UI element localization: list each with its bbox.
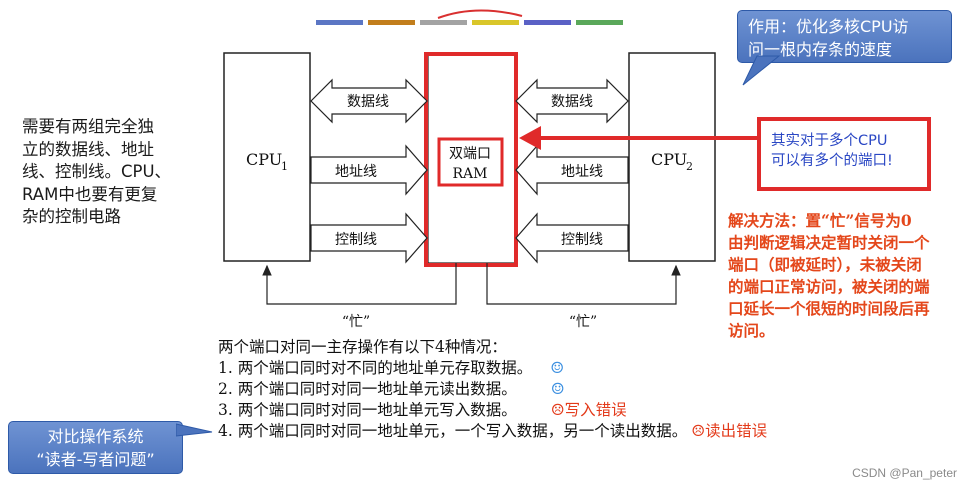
read-error-mark: ☹读出错误 [691,422,768,440]
cases-intro: 两个端口对同一主存操作有以下4种情况： [218,338,507,356]
solution-text: 解决方法：置“忙”信号为0 由判断逻辑决定暂时关闭一个 端口（即被延时），未被关… [728,210,973,342]
left-data-bus-label: 数据线 [347,94,389,110]
case-text: 4. 两个端口同时对同一地址单元，一个写入数据，另一个读出数据。 [218,422,688,440]
callout-compare-line2: “读者-写者问题” [36,450,155,469]
color-bar-segment [368,20,415,25]
solution-line: 由判断逻辑决定暂时关闭一个 [728,233,930,252]
busy-signal-left-label: “忙” [342,314,370,330]
left-note-line: 杂的控制电路 [22,207,121,226]
ram-highlight [424,52,518,267]
cpu2-subscript: 2 [686,160,693,173]
left-control-bus-label: 控制线 [335,232,377,248]
right-data-bus-arrow [515,78,629,124]
right-control-bus-arrow [515,212,629,264]
color-bar-segment [472,20,519,25]
cpu1-label: CPU [246,150,282,169]
watermark: CSDN @Pan_peter [852,466,957,480]
color-bar-segment [316,20,363,25]
cpu1-subscript: 1 [281,160,288,173]
smile-icon: ☺ [550,380,565,398]
solution-line: 端口（即被延时），未被关闭 [728,255,922,274]
cpu2-label: CPU [651,150,687,169]
left-address-bus-arrow [310,144,428,196]
red-pointer-head [519,126,541,150]
right-address-bus-label: 地址线 [561,164,603,180]
callout-compare-os: 对比操作系统 “读者-写者问题” [8,421,183,474]
multi-port-note: 其实对于多个CPU 可以有多个的端口! [757,117,931,191]
case-item: 4. 两个端口同时对同一地址单元，一个写入数据，另一个读出数据。☹读出错误 [218,421,767,442]
cpu1-box [223,52,311,262]
solution-line: 的端口正常访问，被关闭的端 [728,277,930,296]
right-address-bus-arrow [515,144,629,196]
left-note-line: 立的数据线、地址 [22,139,154,159]
multi-port-note-line1: 其实对于多个CPU [771,133,888,149]
left-address-bus-label: 地址线 [335,164,377,180]
left-control-bus-arrow [310,212,428,264]
smile-icon: ☺ [550,359,565,377]
color-bar-segment [420,20,467,25]
busy-signal-left-line [262,263,457,305]
callout-purpose-line2: 问一根内存条的速度 [748,40,893,59]
callout-tail [742,55,781,86]
busy-signal-right-line [486,263,681,305]
left-note-line: 需要有两组完全独 [22,117,154,136]
cpu2-box [628,52,716,262]
case-item: 3. 两个端口同时对同一地址单元写入数据。 ☹写入错误 [218,400,767,421]
solution-line: 访问。 [728,321,775,340]
left-note-line: RAM中也要有更复 [22,184,158,204]
callout-purpose: 作用：优化多核CPU访 问一根内存条的速度 [737,10,952,63]
callout-compare-line1: 对比操作系统 [47,427,144,446]
ram-label-line2: RAM [453,166,488,182]
right-control-bus-label: 控制线 [561,232,603,248]
color-bar-segment [524,20,571,25]
callout-bottom-tail [176,423,213,437]
ram-label-line1: 双端口 [449,146,491,162]
case-item: 1. 两个端口同时对不同的地址单元存取数据。 ☺ [218,358,767,379]
case-item: 2. 两个端口同时对同一地址单元读出数据。 ☺ [218,379,767,400]
ram-inner-box [437,137,504,187]
left-note: 需要有两组完全独 立的数据线、地址 线、控制线。CPU、 RAM中也要有更复 杂… [22,116,171,229]
case-text: 3. 两个端口同时对同一地址单元写入数据。 [218,401,517,419]
color-bar-segment [576,20,623,25]
multi-port-note-line2: 可以有多个的端口! [771,153,893,169]
cases-list: 两个端口对同一主存操作有以下4种情况： 1. 两个端口同时对不同的地址单元存取数… [218,337,767,442]
solution-line: 解决方法：置“忙”信号为0 [728,211,912,230]
write-error-mark: ☹写入错误 [550,401,627,419]
case-text: 1. 两个端口同时对不同的地址单元存取数据。 [218,359,533,377]
callout-purpose-line1: 作用：优化多核CPU访 [748,17,909,36]
right-data-bus-label: 数据线 [551,94,593,110]
case-text: 2. 两个端口同时对同一地址单元读出数据。 [218,380,517,398]
solution-line: 口延长一个很短的时间段后再 [728,299,930,318]
left-note-line: 线、控制线。CPU、 [22,162,172,181]
left-data-bus-arrow [310,78,428,124]
busy-signal-right-label: “忙” [569,314,597,330]
red-pen-scribble [437,9,523,19]
